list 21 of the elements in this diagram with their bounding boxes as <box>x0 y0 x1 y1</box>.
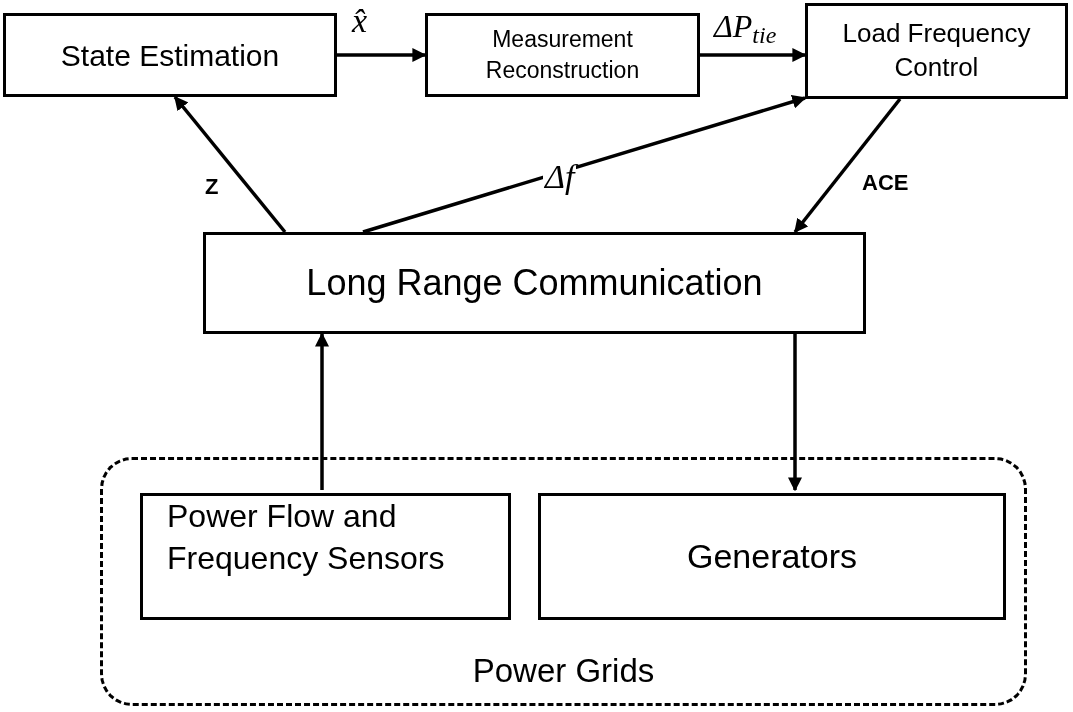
arrow <box>362 94 807 234</box>
node-label: State Estimation <box>60 37 280 74</box>
process-box <box>3 13 337 97</box>
node-label: Long Range Communication <box>306 261 763 305</box>
node-label: Power Flow and Frequency Sensors <box>167 497 446 578</box>
process-box <box>140 493 511 620</box>
group-region <box>100 457 1027 706</box>
arrow <box>315 332 329 490</box>
process-box <box>203 232 866 334</box>
arrow <box>788 334 802 492</box>
process-box <box>425 13 700 97</box>
process-box <box>538 493 1006 620</box>
node-label: Load Frequency Control <box>841 17 1032 84</box>
arrow <box>173 95 287 234</box>
process-box <box>805 3 1068 99</box>
node-label: Measurement Reconstruction <box>484 24 641 85</box>
arrow <box>793 97 902 234</box>
node-label: Generators <box>686 536 858 577</box>
node-label: Power Grids <box>472 650 655 691</box>
arrow <box>700 48 807 62</box>
arrow <box>337 48 427 62</box>
